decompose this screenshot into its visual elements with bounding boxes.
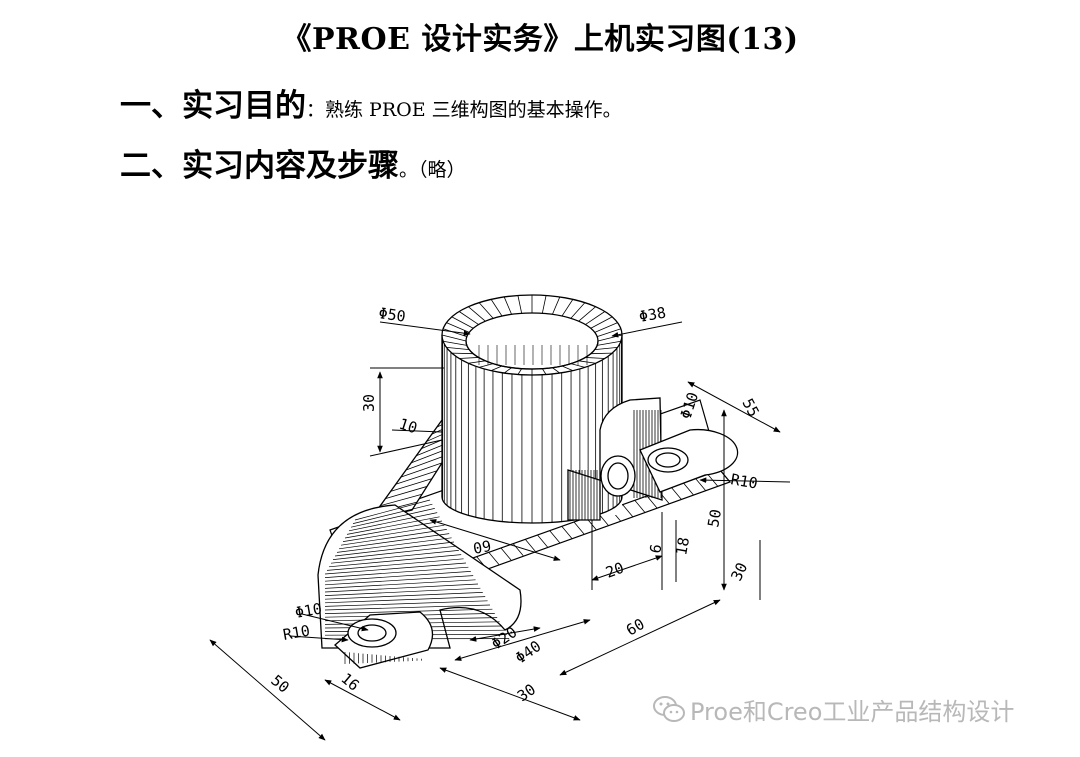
dim-cyl-inner: Φ38 (638, 304, 668, 326)
dim-20: 20 (603, 559, 626, 582)
dim-width-55: 55 (738, 395, 762, 419)
dimension-labels: Φ50 Φ38 30 10 Φ10 55 R10 50 20 6 18 30 6… (267, 304, 762, 706)
front-tab-hatching (344, 652, 422, 664)
dim-front-hole: Φ10 (294, 600, 324, 622)
dim-rib-10: 10 (397, 415, 420, 438)
section-purpose: 一、实习目的：熟练 PROE 三维构图的基本操作。 (120, 80, 622, 125)
section-content: 二、实习内容及步骤。（略） (120, 140, 466, 185)
dim-18: 18 (672, 536, 693, 557)
dim-6: 6 (646, 543, 665, 555)
section-purpose-heading: 一、实习目的 (120, 88, 306, 124)
dim-depth-60: 60 (472, 536, 493, 557)
dim-16: 16 (337, 669, 362, 694)
section-purpose-text: ：熟练 PROE 三维构图的基本操作。 (306, 99, 622, 121)
dimension-lines (209, 321, 791, 741)
dim-height-50: 50 (704, 508, 725, 529)
watermark-text: Proe和Creo工业产品结构设计 (690, 697, 1015, 726)
dim-radius-right: R10 (729, 470, 759, 492)
wechat-logo-icon (653, 696, 685, 722)
watermark: Proe和Creo工业产品结构设计 (652, 692, 1014, 726)
dim-boss-hole: Φ10 (677, 390, 702, 421)
dim-30-bottom: 30 (514, 680, 539, 705)
section-content-heading: 二、实习内容及步骤 (120, 148, 399, 184)
dim-radius-front: R10 (282, 622, 312, 644)
section-content-text: 。（略） (399, 159, 466, 181)
document-title: 《PROE 设计实务》上机实习图(13) (281, 22, 799, 57)
dim-height-30: 30 (360, 394, 378, 412)
cylinder-top-hatching (441, 295, 623, 375)
cylinder-inner-lines (478, 345, 588, 365)
dim-30-right: 30 (727, 560, 751, 584)
part-geometry (317, 294, 739, 669)
dim-cyl-outer: Φ50 (377, 304, 406, 326)
